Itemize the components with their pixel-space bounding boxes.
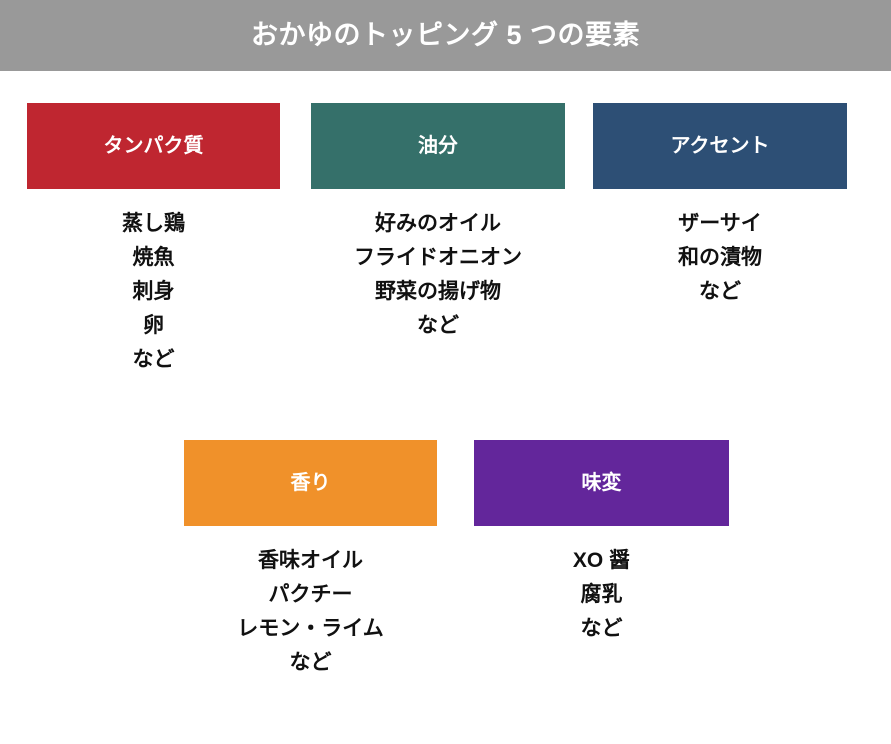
list-item: 腐乳 (580, 583, 623, 607)
group-protein: タンパク質 蒸し鶏 焼魚 刺身 卵 など (27, 103, 280, 377)
group-flavor-label: 味変 (581, 472, 622, 494)
list-item: 卵 (143, 314, 164, 338)
list-item: など (289, 651, 332, 675)
group-flavor-box[interactable]: 味変 (474, 440, 729, 526)
list-item: など (132, 348, 175, 372)
group-flavor-list: XO 醤 腐乳 など (474, 544, 729, 646)
list-item: レモン・ライム (237, 617, 384, 641)
group-flavor: 味変 XO 醤 腐乳 など (474, 440, 729, 646)
list-item: など (580, 617, 623, 641)
list-item: 焼魚 (132, 246, 175, 270)
group-protein-box[interactable]: タンパク質 (27, 103, 280, 189)
group-accent-list: ザーサイ 和の漬物 など (593, 207, 847, 309)
list-item: ザーサイ (678, 212, 762, 235)
group-aroma: 香り 香味オイル パクチー レモン・ライム など (184, 440, 437, 680)
list-item: 香味オイル (258, 549, 363, 572)
list-item: 野菜の揚げ物 (375, 280, 501, 304)
group-protein-label: タンパク質 (103, 135, 204, 157)
group-oil-list: 好みのオイル フライドオニオン 野菜の揚げ物 など (311, 207, 565, 343)
list-item: など (417, 314, 459, 338)
list-item: 和の漬物 (678, 246, 762, 270)
list-item: パクチー (268, 583, 353, 607)
page-title: おかゆのトッピング 5 つの要素 (250, 20, 641, 50)
list-item: フライドオニオン (354, 246, 522, 270)
group-accent: アクセント ザーサイ 和の漬物 など (593, 103, 847, 309)
header-band: おかゆのトッピング 5 つの要素 (0, 0, 891, 71)
group-aroma-list: 香味オイル パクチー レモン・ライム など (184, 544, 437, 680)
list-item: XO 醤 (572, 549, 631, 572)
list-item: 蒸し鶏 (122, 212, 185, 235)
list-item: など (699, 280, 741, 304)
group-oil-label: 油分 (418, 135, 458, 157)
list-item: 刺身 (132, 280, 175, 304)
group-oil-box[interactable]: 油分 (311, 103, 565, 189)
group-accent-label: アクセント (670, 135, 770, 157)
group-aroma-label: 香り (290, 472, 331, 494)
group-protein-list: 蒸し鶏 焼魚 刺身 卵 など (27, 207, 280, 377)
list-item: 好みのオイル (375, 212, 501, 235)
group-accent-box[interactable]: アクセント (593, 103, 847, 189)
group-oil: 油分 好みのオイル フライドオニオン 野菜の揚げ物 など (311, 103, 565, 343)
group-aroma-box[interactable]: 香り (184, 440, 437, 526)
